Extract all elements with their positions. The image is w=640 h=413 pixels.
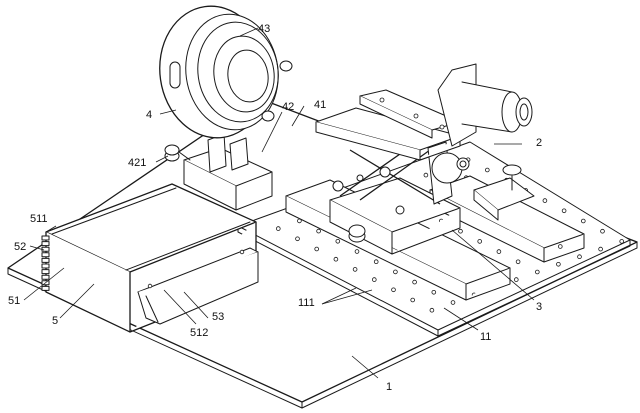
- label-43: 43: [258, 23, 270, 35]
- breadboard-hole: [513, 277, 519, 282]
- connector-pin: [41, 235, 50, 241]
- breadboard-hole: [484, 167, 490, 173]
- lift-stage: [329, 139, 470, 255]
- box-module: [41, 183, 259, 333]
- connector-pin: [41, 269, 50, 275]
- breadboard-hole: [557, 244, 563, 249]
- breadboard-hole: [391, 287, 396, 293]
- breadboard-hole: [295, 236, 300, 242]
- label-511: 511: [30, 213, 48, 225]
- connector-pin: [41, 246, 50, 252]
- connector-pin: [41, 285, 50, 291]
- breadboard-hole: [477, 239, 483, 244]
- label-2: 2: [536, 137, 542, 149]
- breadboard-hole: [275, 226, 281, 231]
- label-53: 53: [212, 311, 224, 323]
- label-3: 3: [536, 301, 542, 313]
- label-4: 4: [146, 109, 152, 121]
- breadboard-hole: [556, 261, 561, 267]
- breadboard-hole: [316, 228, 321, 234]
- breadboard-hole: [393, 269, 398, 275]
- leader-lines: [23, 27, 535, 379]
- motor-assembly: [437, 63, 535, 221]
- breadboard-hole: [542, 198, 548, 203]
- label-512: 512: [190, 327, 208, 339]
- breadboard-hole: [534, 269, 540, 275]
- breadboard-hole: [561, 208, 567, 214]
- label-421: 421: [128, 157, 146, 169]
- breadboard-hole: [496, 249, 502, 254]
- breadboard-hole: [314, 246, 320, 252]
- breadboard-hole: [354, 249, 360, 254]
- label-1: 1: [386, 381, 392, 393]
- pedestal-bracket: [164, 133, 273, 211]
- label-111: 111: [298, 297, 315, 309]
- breadboard-hole: [598, 246, 603, 252]
- breadboard-hole: [371, 277, 377, 282]
- breadboard-hole: [333, 256, 339, 262]
- lift-knob: [348, 224, 366, 243]
- breadboard-hole: [600, 228, 605, 234]
- breadboard-hole: [619, 239, 624, 244]
- label-11: 11: [480, 331, 491, 343]
- connector-pin: [41, 274, 50, 280]
- connector-pin: [41, 252, 50, 258]
- breadboard-hole: [335, 239, 341, 244]
- breadboard-hole: [352, 267, 358, 272]
- reference-labels: 43 4 41 42 421 2 3 11 111 1 511 52 51 5 …: [8, 23, 542, 393]
- label-42: 42: [282, 101, 294, 113]
- label-5: 5: [52, 315, 58, 327]
- label-52: 52: [14, 241, 26, 253]
- breadboard-hole: [450, 300, 456, 305]
- connector-pin: [41, 241, 50, 247]
- breadboard-hole: [515, 259, 521, 265]
- breadboard-hole: [458, 228, 463, 234]
- breadboard-hole: [429, 307, 435, 313]
- breadboard-hole: [412, 279, 417, 285]
- breadboard-hole: [410, 297, 416, 303]
- connector-pin: [41, 257, 50, 263]
- breadboard-hole: [373, 259, 379, 265]
- breadboard-hole: [423, 172, 429, 178]
- ring-holder: [159, 5, 293, 139]
- connector-pin: [41, 263, 50, 269]
- label-41: 41: [314, 99, 326, 111]
- breadboard-hole: [431, 289, 437, 295]
- l-bracket: [137, 247, 259, 325]
- breadboard-hole: [580, 218, 586, 224]
- top-plate: [315, 89, 461, 161]
- label-51: 51: [8, 295, 20, 307]
- breadboard-hole: [577, 254, 582, 260]
